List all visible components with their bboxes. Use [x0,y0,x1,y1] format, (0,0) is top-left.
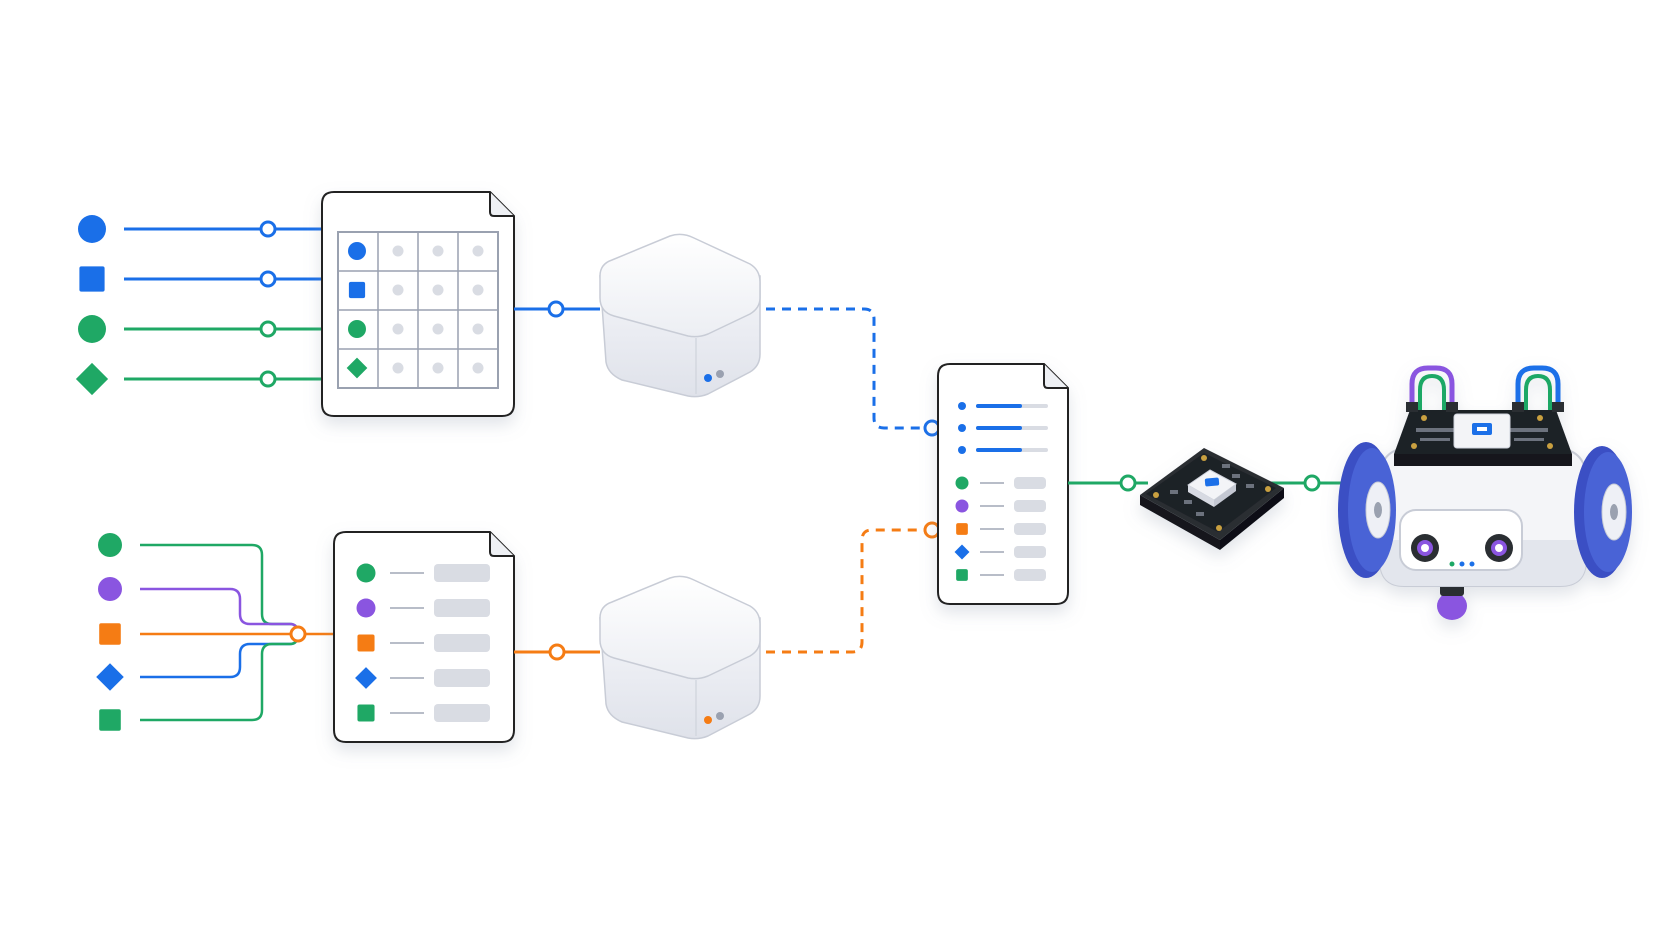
server-status-led [704,374,712,382]
list-document-sheet [333,531,515,743]
merged-row-marker-icon [958,424,966,432]
robot-car-icon [1338,365,1632,620]
circuit-board-icon [1140,448,1284,550]
list-row-marker-icon [357,704,375,722]
bottom-input-shapes [96,533,124,731]
grid-cell-dot [392,245,404,257]
merged-row-marker-icon [956,523,968,535]
merged-row-marker-icon [954,544,970,560]
input-node [259,220,277,238]
list-row-pill [434,669,490,687]
grid-document-sheet-fold [489,192,514,217]
merged-row-marker-icon [958,446,966,454]
robot-input-node [1303,474,1321,492]
server-lid [599,233,761,338]
list-row-marker-icon [357,634,375,652]
merged-list-document-rows [954,402,1048,581]
input-node [259,270,277,288]
input-diamond-icon [96,663,124,691]
merged-row-marker-icon [955,499,969,513]
input-node [259,320,277,338]
grid-cell-dot [472,323,484,335]
input-connector [140,633,300,679]
grid-row-marker-icon [348,320,366,338]
merged-row-marker-icon [956,569,968,581]
input-diamond-icon [75,362,109,396]
input-square-icon [79,266,105,292]
grid-cell-dot [432,362,444,374]
input-square-icon [99,709,121,731]
grid-cell-dot [472,245,484,257]
bottom-input-connectors [140,543,336,722]
list-row-marker-icon [356,563,376,583]
list-row-pill [434,564,490,582]
merged-doc-top-port [923,419,941,437]
merged-row-marker-icon [955,476,969,490]
output-links [1068,474,1348,492]
input-node [259,370,277,388]
list-row-pill [434,704,490,722]
list-row-marker-icon [356,598,376,618]
merged-row-pill [1014,500,1046,512]
server-box-icon [599,575,761,740]
input-circle-icon [98,533,122,557]
grid-cell-dot [432,323,444,335]
grid-row-marker-icon [348,281,366,299]
grid-cell-dot [432,284,444,296]
input-circle-icon [78,215,106,243]
input-square-icon [99,623,121,645]
board-input-node [1119,474,1137,492]
list-row-pill [434,599,490,617]
bottom-link-node [548,643,566,661]
grid-row-marker-icon [346,357,368,379]
top-server-to-merged-link [766,307,941,437]
grid-cell-dot [472,284,484,296]
server-power-led [716,370,724,378]
top-grid-document-cells [337,231,499,389]
bottom-doc-to-server-link [514,643,600,661]
list-row-pill [434,634,490,652]
bottom-list-document-rows [355,563,490,722]
merged-row-marker-icon [958,402,966,410]
top-doc-to-server-link [514,300,600,318]
top-link-node [547,300,565,318]
merged-document-sheet-fold [1043,364,1068,389]
server-status-led [704,716,712,724]
input-circle-icon [98,577,122,601]
merged-row-pill [1014,546,1046,558]
grid-row-marker-icon [348,242,366,260]
input-connector [140,587,300,635]
merged-row-pill [1014,523,1046,535]
server-box-icon [599,233,761,398]
list-row-marker-icon [355,667,377,689]
bottom-server-to-merged-link [766,521,941,654]
top-input-connectors [124,220,324,388]
grid-cell-dot [392,284,404,296]
list-document-sheet-fold [489,532,514,557]
server-lid [599,575,761,680]
grid-cell-dot [392,362,404,374]
grid-cell-dot [472,362,484,374]
grid-cell-dot [432,245,444,257]
merged-doc-bottom-port [923,521,941,539]
bottom-list-document [333,531,515,743]
grid-cell-dot [392,323,404,335]
top-input-shapes [75,215,109,396]
input-circle-icon [78,315,106,343]
merged-row-pill [1014,569,1046,581]
server-power-led [716,712,724,720]
merged-row-pill [1014,477,1046,489]
bottom-merge-node [289,625,307,643]
